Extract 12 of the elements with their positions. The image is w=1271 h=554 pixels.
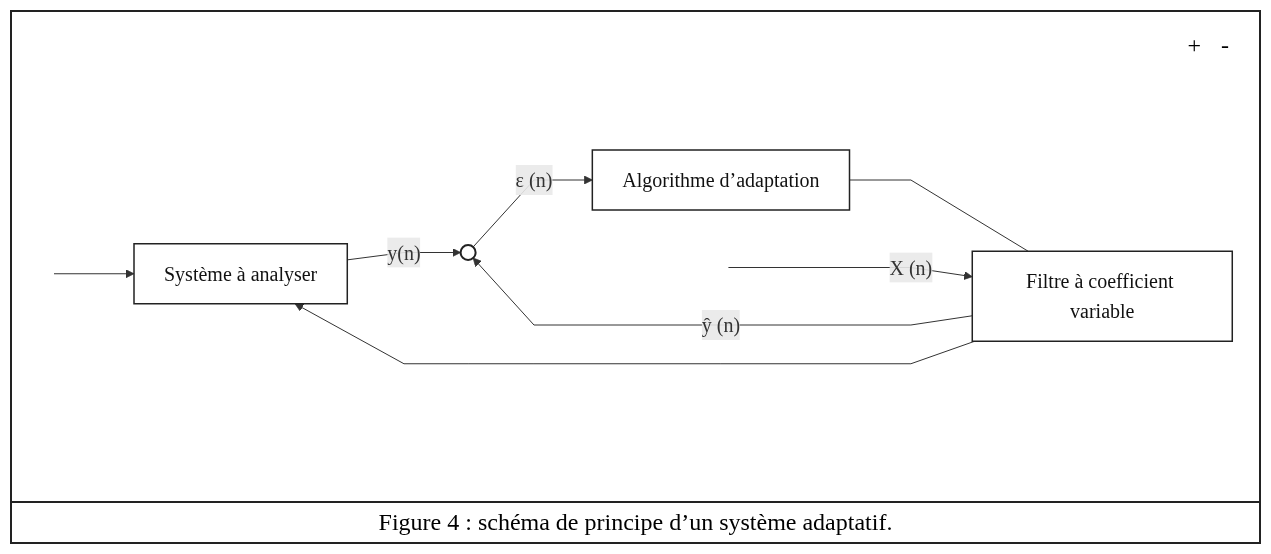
node-box: Algorithme d’adaptation [591,148,851,211]
sign-label: - [1221,32,1229,59]
node-circle [459,243,477,261]
figure-caption: Figure 4 : schéma de principe d’un système adaptatif. [12,501,1259,542]
node-box: Filtre à coefficient variable [971,250,1233,342]
arrow [294,303,976,364]
edge-label: y(n) [387,241,421,264]
node-box: Système à analyser [133,242,348,305]
sign-label: + [1187,32,1201,59]
edge-label: X (n) [889,256,933,279]
edge-label: ε (n) [515,168,553,191]
edge-label: ŷ (n) [701,313,740,336]
